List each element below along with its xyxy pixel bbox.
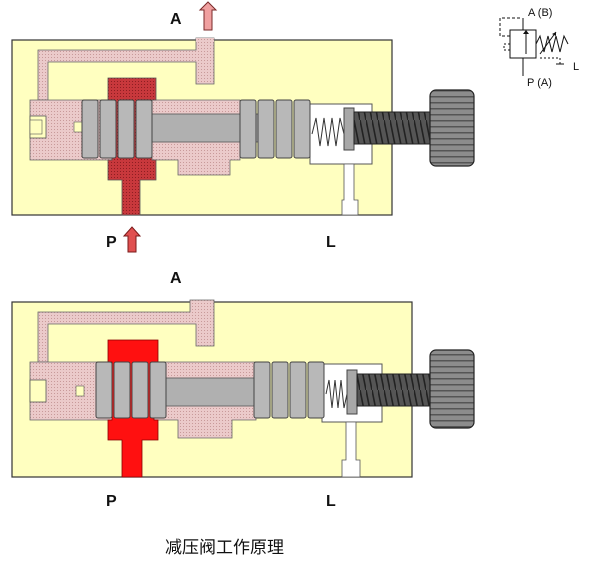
spring-seat (343, 107, 355, 151)
small-port (73, 121, 83, 133)
port-p-label: P (106, 234, 117, 251)
port-l-label: L (326, 234, 336, 251)
symbol-label-ab: A (B) (528, 7, 552, 19)
bottom-valve: A P L (11, 270, 475, 510)
spool-left-lands (95, 361, 167, 419)
adjust-screw (356, 373, 436, 407)
spring (325, 379, 348, 409)
spring-seat (346, 369, 358, 415)
drain-channel (341, 421, 361, 478)
pilot-line (499, 17, 520, 37)
spring-bore-inner (29, 119, 43, 135)
drain-channel (341, 163, 359, 216)
top-valve: A P L (11, 1, 475, 253)
spool-right-lands (253, 361, 325, 419)
caption: 减压阀工作原理 (165, 538, 284, 558)
symbol-box (509, 29, 537, 59)
symbol-label-pa: P (A) (527, 77, 552, 89)
spring-bore (29, 379, 47, 403)
pilot-channel (37, 299, 215, 363)
adjust-screw (353, 111, 435, 145)
port-p-label: P (106, 493, 117, 510)
hydraulic-symbol: A (B) P (A) L (499, 7, 579, 89)
port-l-label: L (326, 493, 336, 510)
adjust-knob-icon[interactable] (429, 349, 475, 429)
arrow-up-icon (198, 1, 218, 31)
arrow-up-icon (122, 226, 142, 253)
spring (311, 117, 345, 147)
spool-left-lands (81, 99, 153, 159)
port-a-label: A (170, 270, 182, 287)
port-a-channel (196, 38, 214, 42)
port-a-label: A (170, 11, 182, 28)
small-port (75, 385, 85, 397)
spool-right-lands (239, 99, 311, 159)
symbol-label-l: L (573, 61, 579, 73)
adjust-knob-icon[interactable] (429, 89, 475, 167)
pilot-channel (37, 37, 215, 101)
symbol-spring-icon (535, 34, 569, 53)
spool-stem (159, 377, 271, 407)
